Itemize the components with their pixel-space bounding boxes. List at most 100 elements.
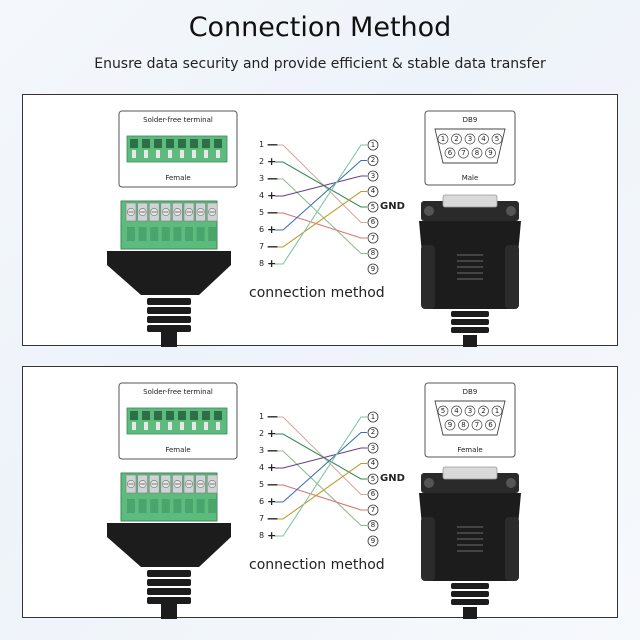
- db9-cable: [463, 607, 477, 619]
- db9-shell: [442, 194, 498, 208]
- left-pin-number: 3: [259, 174, 265, 183]
- terminal-box-title: Solder-free terminal: [143, 116, 213, 124]
- right-pin-circle: [367, 186, 379, 197]
- wire: [275, 484, 367, 511]
- cable-strain-ring: [147, 588, 191, 595]
- db9-hood: [419, 493, 521, 581]
- terminal-rib: [196, 227, 205, 241]
- db9-strain-ring: [451, 599, 489, 605]
- wire: [275, 431, 367, 503]
- db9-pin-label: 8: [474, 149, 480, 157]
- cable-strain-ring: [147, 597, 191, 604]
- left-pin-sign: +: [267, 529, 277, 542]
- db9-strain-ring: [451, 591, 489, 597]
- wire: [275, 178, 367, 255]
- left-pin-sign: —: [267, 172, 278, 185]
- panel-diagram: [107, 110, 521, 347]
- left-pin-number: 4: [259, 463, 265, 472]
- terminal-rib: [173, 499, 182, 513]
- db9-pin-label: 3: [467, 135, 473, 143]
- db9-pin-circle: [485, 147, 496, 159]
- terminal-rib: [185, 499, 193, 513]
- left-pin-sign: —: [267, 206, 278, 219]
- right-pin-number: 5: [370, 474, 376, 483]
- terminal-thumb-slot: [178, 139, 186, 148]
- db9-pin-label: 1: [440, 135, 446, 143]
- terminal-thumb-pin: [144, 422, 148, 430]
- right-pin-number: 1: [370, 412, 376, 421]
- left-pin-number: 4: [259, 191, 265, 200]
- db9-box-title: DB9: [462, 116, 478, 124]
- db9-pin-circle: [464, 133, 476, 145]
- wire: [275, 447, 367, 469]
- right-pin-circle: [367, 201, 379, 213]
- terminal-box-caption: Female: [165, 174, 191, 182]
- db9-screw-right: [506, 206, 516, 216]
- db9-pin-label: 8: [461, 421, 466, 429]
- db9-strain-ring: [451, 327, 489, 333]
- wire: [275, 416, 367, 496]
- terminal-rib: [150, 227, 159, 241]
- left-pin-number: 2: [259, 157, 265, 166]
- terminal-thumb-slot: [190, 411, 198, 420]
- db9-pin-circle: [478, 405, 489, 417]
- cable-strain-ring: [147, 316, 191, 323]
- cable-strain-ring: [147, 298, 191, 305]
- db9-pin-circle: [485, 419, 496, 431]
- db9-pin-circle: [478, 133, 489, 145]
- db9-pin-circle: [458, 147, 469, 159]
- page-subtitle: Enusre data security and provide efficie…: [94, 56, 546, 72]
- right-pin-number: 6: [370, 218, 376, 226]
- db9-thumbscrew-left: [421, 517, 435, 581]
- wire: [275, 450, 367, 527]
- terminal-thumb-slot: [166, 139, 174, 148]
- cable-strain-ring: [147, 307, 191, 314]
- right-pin-number: 1: [370, 140, 376, 149]
- db9-strain-ring: [451, 311, 489, 317]
- terminal-thumb-pin: [204, 150, 208, 158]
- terminal-thumb-pin: [204, 422, 208, 430]
- left-pin-sign: —: [267, 512, 278, 525]
- cable-boot: [107, 523, 231, 567]
- terminal-thumb-pin: [192, 150, 196, 158]
- terminal-thumb-slot: [166, 411, 174, 420]
- terminal-thumb-pin: [168, 422, 172, 430]
- wire: [275, 175, 367, 197]
- terminal-thumb-pin: [216, 422, 220, 430]
- terminal-thumb-slot: [142, 411, 150, 420]
- terminal-thumb-pin: [180, 150, 184, 158]
- right-pin-circle: [367, 442, 379, 454]
- terminal-rib: [127, 499, 135, 513]
- right-pin-circle: [367, 427, 379, 438]
- left-pin-number: 7: [259, 514, 265, 523]
- left-pin-sign: —: [267, 410, 278, 423]
- right-pin-number: 5: [370, 202, 376, 211]
- wire: [275, 159, 367, 231]
- terminal-thumb-slot: [214, 411, 222, 420]
- left-pin-sign: +: [267, 427, 277, 440]
- right-pin-number: 7: [370, 505, 376, 514]
- cable-strain-ring: [147, 579, 191, 586]
- db9-pin-circle: [444, 419, 456, 431]
- terminal-thumb-pin: [180, 422, 184, 430]
- db9-pin-label: 7: [474, 421, 480, 429]
- left-pin-number: 6: [259, 225, 265, 234]
- db9-pin-label: 2: [454, 135, 459, 143]
- terminal-thumb-pin: [132, 422, 136, 430]
- wire: [275, 144, 367, 265]
- db9-pin-circle: [451, 405, 462, 417]
- gnd-label: GND: [380, 201, 405, 212]
- terminal-rib: [196, 499, 205, 513]
- cable: [161, 331, 177, 347]
- db9-strain-ring: [451, 319, 489, 325]
- terminal-thumb-pin: [132, 150, 136, 158]
- db9-thumbscrew-right: [505, 245, 519, 309]
- db9-box-title: DB9: [462, 388, 478, 396]
- wire: [275, 190, 367, 248]
- terminal-thumb-pin: [156, 150, 160, 158]
- right-pin-number: 4: [370, 459, 376, 467]
- cable-boot: [107, 251, 231, 295]
- terminal-rib: [127, 227, 135, 241]
- terminal-thumb-slot: [154, 411, 162, 420]
- terminal-rib: [150, 499, 159, 513]
